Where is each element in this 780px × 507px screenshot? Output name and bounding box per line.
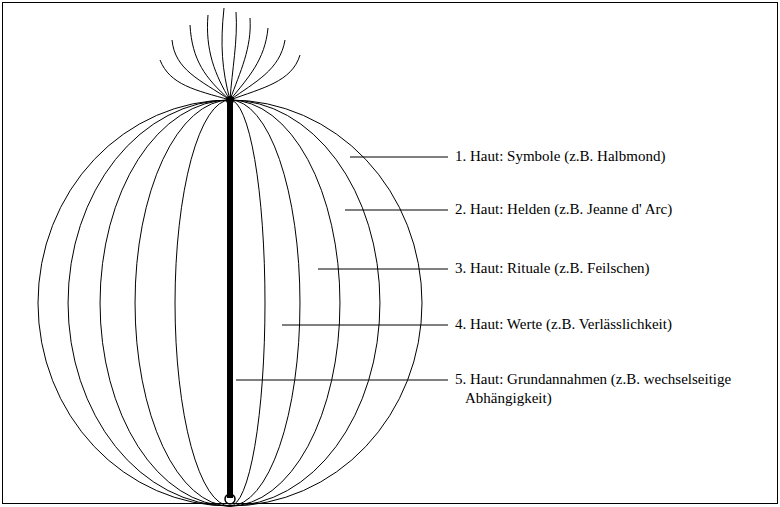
core-bottom	[225, 494, 235, 504]
roots	[160, 8, 300, 100]
skin-label: 2. Haut: Helden (z.B. Jeanne d' Arc)	[455, 200, 776, 219]
skin-label: 4. Haut: Werte (z.B. Verlässlichkeit)	[455, 315, 776, 334]
core	[227, 100, 233, 498]
skin-label: 5. Haut: Grundannahmen (z.B. wechselseit…	[455, 370, 765, 408]
frame	[3, 3, 778, 504]
onion-skins	[38, 100, 422, 506]
leader-lines	[236, 157, 448, 380]
skin-label: 1. Haut: Symbole (z.B. Halbmond)	[455, 147, 776, 166]
core-top	[226, 96, 234, 104]
skin-label: 3. Haut: Rituale (z.B. Feilschen)	[455, 259, 776, 278]
